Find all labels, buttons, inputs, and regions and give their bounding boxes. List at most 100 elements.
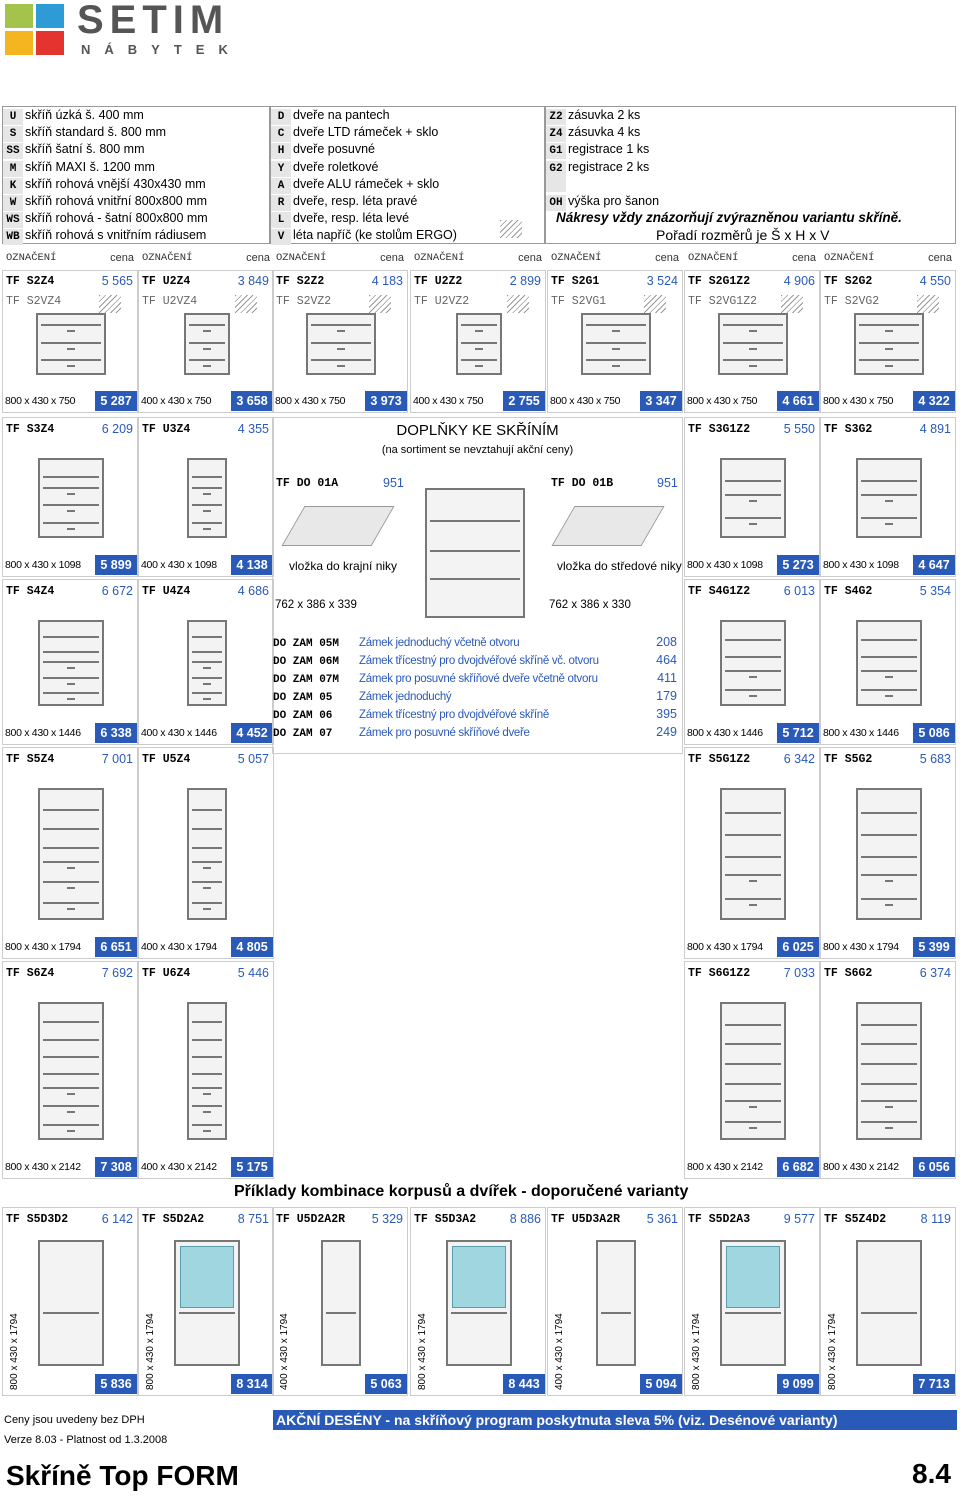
action-price: 8 314 <box>231 1374 273 1394</box>
cabinet-drawing <box>856 788 922 920</box>
handle <box>885 675 893 678</box>
shelf-line <box>43 636 99 639</box>
handle <box>749 880 757 882</box>
combo-dimensions: 800 x 430 x 1794 <box>145 1313 156 1390</box>
drawer-line <box>43 504 99 507</box>
drawer-line <box>861 1099 917 1102</box>
cabinet-drawing <box>36 313 106 375</box>
legend-key: C <box>271 126 291 143</box>
drawer-line <box>461 359 497 362</box>
handle <box>885 523 893 526</box>
action-price: 5 712 <box>777 723 819 743</box>
door-split <box>451 1312 507 1314</box>
product-code: TF U3Z4 <box>142 423 191 436</box>
combo-code: TF S5D2A3 <box>688 1213 751 1226</box>
drawer-line <box>43 861 99 864</box>
cabinet-drawing <box>425 488 525 618</box>
drawer-line <box>192 881 222 884</box>
legend-key: R <box>271 194 291 211</box>
drawer-line <box>725 874 781 876</box>
product-code: TF S5G1Z2 <box>688 753 751 766</box>
handle <box>67 528 75 531</box>
drawer-line <box>43 522 99 525</box>
legend-key: W <box>3 194 23 211</box>
product-code: TF S4G2 <box>824 585 873 598</box>
shelf-line <box>192 636 222 639</box>
handle <box>203 347 211 350</box>
handle <box>67 1092 75 1095</box>
header-label: OZNAČENÍ <box>6 252 57 264</box>
product-code: TF S4G1Z2 <box>688 585 751 598</box>
product-code: TF S2G2 <box>824 275 873 288</box>
combo-price: 6 142 <box>101 1212 133 1226</box>
shelf-line <box>43 1073 99 1075</box>
handle <box>67 365 75 368</box>
hatch-icon <box>99 295 121 313</box>
product-dimensions: 400 x 430 x 750 <box>141 395 212 407</box>
drawer-line <box>723 341 783 344</box>
product-price: 3 524 <box>646 274 678 288</box>
combo-dimensions: 800 x 430 x 1794 <box>691 1313 702 1390</box>
cabinet-drawing <box>720 1002 786 1140</box>
shelf-line <box>192 808 222 811</box>
product-dimensions: 800 x 430 x 1446 <box>823 727 899 739</box>
cabinet-drawing <box>187 458 227 538</box>
accessory-a-price: 951 <box>383 476 404 490</box>
legend-text: skříň šatní š. 800 mm <box>25 142 145 157</box>
action-price: 6 651 <box>95 937 137 957</box>
product-code: TF S5G2 <box>824 753 873 766</box>
legend-text: dveře, resp. léta pravé <box>293 193 418 208</box>
drawer-line <box>723 359 783 362</box>
header-price: cena <box>655 252 679 264</box>
handle <box>749 329 757 332</box>
action-price: 5 086 <box>913 723 955 743</box>
product-price: 6 672 <box>101 584 133 598</box>
product-code: TF U4Z4 <box>142 585 191 598</box>
handle <box>885 347 893 350</box>
drawer-line <box>192 1123 222 1126</box>
product-price: 6 209 <box>101 422 133 436</box>
action-price: 6 025 <box>777 937 819 957</box>
legend-text: skříň standard š. 800 mm <box>25 125 167 140</box>
drawer-line <box>861 874 917 876</box>
drawer-line <box>461 341 497 344</box>
combo-price: 8 751 <box>237 1212 269 1226</box>
handle <box>612 347 620 350</box>
drawer-line <box>725 494 781 497</box>
drawer-line <box>586 323 646 326</box>
handle <box>749 904 757 906</box>
product-dimensions: 800 x 430 x 1794 <box>5 941 81 953</box>
legend-text: registrace 1 ks <box>568 142 650 157</box>
product-dimensions: 800 x 430 x 1794 <box>687 941 763 953</box>
product-price: 7 692 <box>101 966 133 980</box>
legend-text: skříň rohová vnitřní 800x800 mm <box>25 193 208 208</box>
drawer-line <box>311 323 371 326</box>
legend-text: výška pro šanon <box>568 193 660 208</box>
shelf-line <box>725 1063 781 1066</box>
drawer-line <box>725 898 781 900</box>
legend-text: léta napříč (ke stolům ERGO) <box>293 228 457 243</box>
hatch-icon <box>644 295 666 313</box>
drawer-line <box>189 359 225 362</box>
cabinet-drawing <box>854 313 924 375</box>
product-alt-code: TF S2VZ2 <box>276 295 332 308</box>
header-price: cena <box>928 252 952 264</box>
handle <box>885 1105 893 1108</box>
legend-key: G2 <box>546 160 566 177</box>
cabinet-drawing <box>187 788 227 920</box>
product-price: 4 686 <box>237 584 269 598</box>
legend-key: L <box>271 212 291 229</box>
glass-door <box>180 1246 234 1308</box>
